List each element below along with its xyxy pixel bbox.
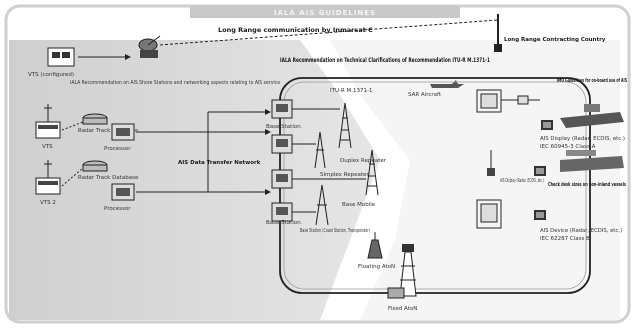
shore-station-label: Base Station (Coast Station, Transponder…	[300, 228, 370, 234]
network-label: AIS Data Transfer Network	[178, 160, 261, 166]
repeater-label: Duplex Repeater	[340, 158, 387, 164]
ais-display-2-label: AIS Display (Radar, ECDIS, etc.)	[500, 178, 544, 184]
fixed-aton-label: Fixed AtoN	[388, 306, 417, 312]
processor-2	[112, 184, 134, 200]
ais-device-label: AIS Device (Radar, ECDIS, etc.)	[540, 228, 622, 234]
base-mobile-label: Base Mobile	[342, 202, 376, 208]
ais-display-label: AIS Display (Radar, ECDIS, etc.)	[540, 136, 625, 142]
ais-display-monitor-icon	[541, 120, 553, 130]
fixed-aton-building-icon	[388, 288, 404, 298]
diagram-title: IALA AIS GUIDELINES	[274, 9, 376, 17]
radar-track-db-1	[83, 114, 107, 124]
sar-aircraft-label: SAR Aircraft	[408, 92, 442, 98]
itu-r-label: ITU-R M.1371-1	[330, 88, 373, 94]
base-station-2-label: Base Station	[266, 220, 301, 226]
processor-2-label: Processor	[104, 206, 131, 212]
iec-2-label: IEC 62287 Class B	[540, 236, 590, 242]
long-range-comm-label: Long Range communication by Inmarsat C	[218, 26, 373, 34]
vts-1-label: VTS	[42, 144, 53, 150]
floating-aton-label: Floating AtoN	[358, 264, 395, 270]
vts-2-label: VTS 2	[40, 200, 56, 206]
long-range-country-label: Long Range Contracting Country	[504, 37, 606, 43]
imo-guidelines-label: IMO Guidelines for on-board use of AIS	[557, 78, 627, 84]
ais-display-monitor-icon-2	[534, 166, 546, 176]
vts-configured-label: VTS (configured)	[28, 72, 74, 78]
processor-1	[112, 124, 134, 140]
radar-track-db-2	[83, 161, 107, 171]
simplex-repeater-label: Simplex Repeater	[320, 172, 369, 178]
check-desk-label: Check desk sizes on non-inland vessels	[548, 182, 626, 188]
recommendation-left: IALA Recommendation on AIS Shore Station…	[70, 80, 281, 86]
processor-1-label: Processor	[104, 146, 131, 152]
ais-device-monitor-icon	[534, 210, 546, 220]
recommendation-top: IALA Recommendation on Technical Clarifi…	[280, 56, 490, 64]
base-station-label: Base Station	[266, 124, 301, 130]
radar-track-2-label: Radar Track Database	[78, 175, 139, 181]
iec-1-label: IEC 60945-3 Class A	[540, 144, 596, 150]
